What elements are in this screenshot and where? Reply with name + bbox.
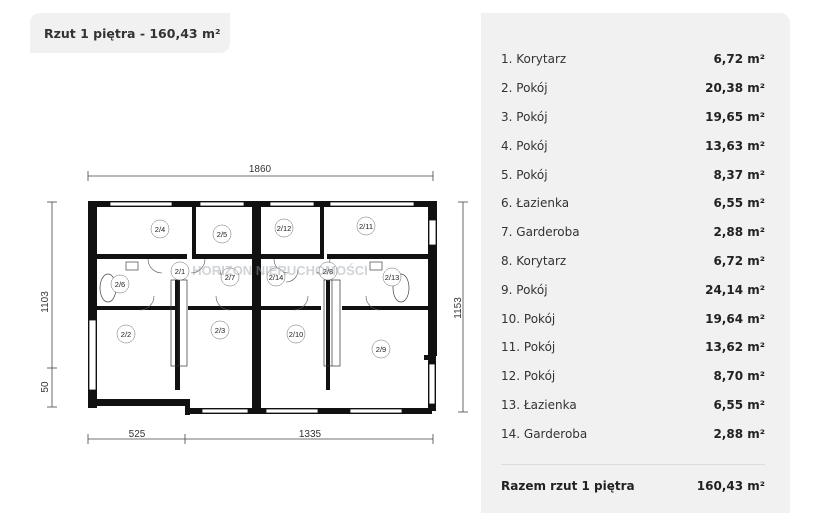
room-label: 2/6 [115, 280, 125, 289]
room-name: 9. Pokój [501, 282, 548, 297]
watermark: HORIZON NIERUCHOMOŚCI [192, 263, 368, 278]
room-label: 2/3 [215, 326, 225, 335]
room-label: 2/5 [217, 230, 227, 239]
room-name: 10. Pokój [501, 311, 556, 326]
room-area: 2,88 m² [713, 426, 765, 441]
room-label: 2/14 [269, 273, 284, 282]
list-item: 9. Pokój 24,14 m² [501, 275, 765, 304]
dim-left-small: 50 [40, 381, 51, 393]
dim-top-width: 1860 [249, 164, 272, 175]
room-label: 2/1 [175, 267, 185, 276]
room-name: 3. Pokój [501, 109, 548, 124]
list-item: 3. Pokój 19,65 m² [501, 103, 765, 132]
dim-bottom-right: 1335 [299, 429, 322, 440]
room-name: 11. Pokój [501, 340, 556, 355]
room-name: 7. Garderoba [501, 225, 580, 240]
room-area: 6,55 m² [713, 397, 765, 412]
list-item: 1. Korytarz 6,72 m² [501, 45, 765, 74]
room-label: 2/10 [289, 330, 304, 339]
dim-left-height: 1103 [40, 291, 51, 313]
room-area: 19,65 m² [705, 109, 765, 124]
total-area: 160,43 m² [696, 479, 765, 493]
total-row: Razem rzut 1 piętra 160,43 m² [501, 476, 765, 496]
list-item: 4. Pokój 13,63 m² [501, 131, 765, 160]
plan-title: Rzut 1 piętra - 160,43 m² [30, 13, 230, 53]
list-item: 13. Łazienka 6,55 m² [501, 391, 765, 420]
room-name: 13. Łazienka [501, 397, 577, 412]
room-name: 8. Korytarz [501, 253, 567, 268]
room-label: 2/7 [225, 273, 235, 282]
room-area: 24,14 m² [705, 282, 765, 297]
room-label: 2/13 [385, 273, 400, 282]
room-areas-list: 1. Korytarz 6,72 m² 2. Pokój 20,38 m² 3.… [501, 45, 765, 448]
floor-plan-drawing: 1860 1103 50 1153 525 1335 [40, 164, 468, 444]
room-area: 13,63 m² [705, 138, 765, 153]
list-item: 2. Pokój 20,38 m² [501, 74, 765, 103]
room-name: 14. Garderoba [501, 426, 588, 441]
room-area: 2,88 m² [713, 225, 765, 240]
room-name: 5. Pokój [501, 167, 548, 182]
list-item: 11. Pokój 13,62 m² [501, 333, 765, 362]
room-label: 2/11 [359, 222, 373, 231]
room-area: 8,37 m² [713, 167, 765, 182]
room-area: 13,62 m² [705, 340, 765, 355]
room-name: 6. Łazienka [501, 196, 570, 211]
list-item: 6. Łazienka 6,55 m² [501, 189, 765, 218]
list-item: 5. Pokój 8,37 m² [501, 160, 765, 189]
room-label: 2/9 [376, 345, 386, 354]
room-name: 4. Pokój [501, 138, 548, 153]
room-area: 8,70 m² [713, 369, 765, 384]
list-item: 7. Garderoba 2,88 m² [501, 218, 765, 247]
dim-bottom-left: 525 [129, 429, 146, 440]
room-area: 6,72 m² [713, 52, 765, 67]
room-area: 6,55 m² [713, 196, 765, 211]
room-area: 20,38 m² [705, 81, 765, 96]
total-label: Razem rzut 1 piętra [501, 479, 635, 493]
room-name: 12. Pokój [501, 369, 556, 384]
list-item: 10. Pokój 19,64 m² [501, 304, 765, 333]
list-item: 12. Pokój 8,70 m² [501, 362, 765, 391]
room-label: 2/4 [155, 225, 165, 234]
room-area: 19,64 m² [705, 311, 765, 326]
room-label: 2/12 [277, 224, 292, 233]
room-area: 6,72 m² [713, 253, 765, 268]
room-name: 1. Korytarz [501, 52, 567, 67]
divider [501, 464, 765, 465]
dim-right-height: 1153 [453, 297, 464, 319]
list-item: 8. Korytarz 6,72 m² [501, 247, 765, 276]
room-label: 2/8 [323, 267, 333, 276]
list-item: 14. Garderoba 2,88 m² [501, 419, 765, 448]
room-label: 2/2 [121, 330, 131, 339]
room-name: 2. Pokój [501, 81, 548, 96]
